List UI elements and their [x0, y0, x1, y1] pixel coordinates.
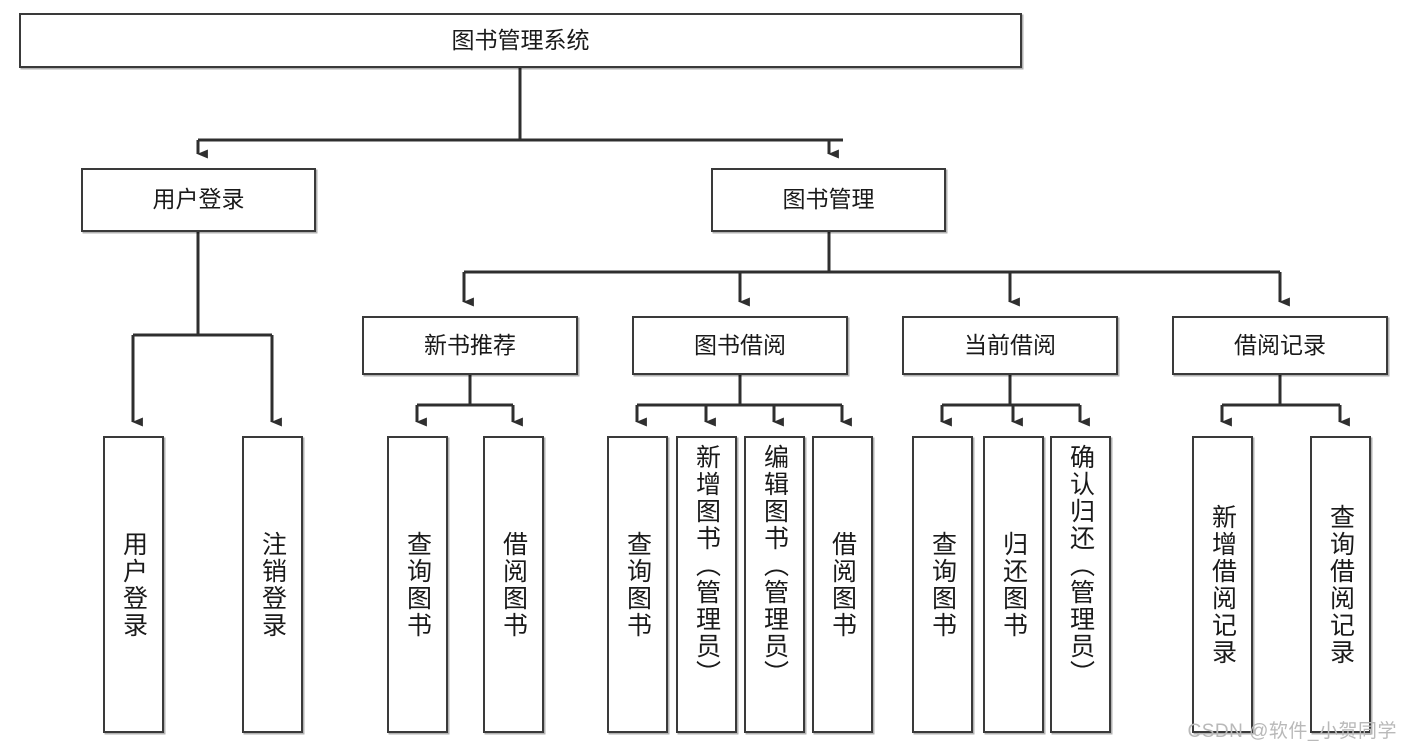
node-user-login[interactable]: 用户登录 — [81, 168, 316, 232]
node-book-borrow-label: 图书借阅 — [694, 331, 786, 358]
watermark-text: CSDN @软件_小贺同学 — [1187, 721, 1397, 742]
node-book-management-label: 图书管理 — [782, 186, 875, 213]
leaf-borrow-book-1-label: 借阅图书 — [499, 530, 528, 639]
leaf-query-record[interactable]: 查询借阅记录 — [1310, 436, 1371, 733]
leaf-user-login[interactable]: 用户登录 — [103, 436, 164, 733]
node-current-borrow-label: 当前借阅 — [964, 331, 1056, 358]
node-user-login-label: 用户登录 — [152, 186, 245, 213]
node-book-borrow[interactable]: 图书借阅 — [632, 316, 848, 375]
leaf-query-book-3[interactable]: 查询图书 — [912, 436, 973, 733]
leaf-query-book-2[interactable]: 查询图书 — [607, 436, 668, 733]
node-root-label: 图书管理系统 — [451, 26, 590, 53]
leaf-query-book-2-label: 查询图书 — [623, 530, 652, 639]
leaf-query-record-label: 查询借阅记录 — [1326, 503, 1355, 666]
leaf-user-login-label: 用户登录 — [119, 530, 148, 639]
leaf-return-book[interactable]: 归还图书 — [983, 436, 1044, 733]
node-current-borrow[interactable]: 当前借阅 — [902, 316, 1118, 375]
node-root[interactable]: 图书管理系统 — [19, 13, 1022, 68]
leaf-logout-label: 注销登录 — [258, 530, 287, 639]
node-new-book-recommend-label: 新书推荐 — [424, 331, 516, 358]
node-borrow-record[interactable]: 借阅记录 — [1172, 316, 1388, 375]
leaf-query-book-1-label: 查询图书 — [403, 530, 432, 639]
leaf-return-book-label: 归还图书 — [999, 530, 1028, 639]
node-book-management[interactable]: 图书管理 — [711, 168, 946, 232]
leaf-borrow-book-1[interactable]: 借阅图书 — [483, 436, 544, 733]
leaf-logout[interactable]: 注销登录 — [242, 436, 303, 733]
leaf-edit-book[interactable]: 编辑图书（管理员） — [744, 436, 805, 733]
leaf-add-book-label: 新增图书（管理员） — [692, 444, 721, 687]
leaf-add-record-label: 新增借阅记录 — [1208, 503, 1237, 666]
node-new-book-recommend[interactable]: 新书推荐 — [362, 316, 578, 375]
leaf-query-book-3-label: 查询图书 — [928, 530, 957, 639]
node-borrow-record-label: 借阅记录 — [1234, 331, 1326, 358]
leaf-edit-book-label: 编辑图书（管理员） — [760, 444, 789, 687]
leaf-confirm-return[interactable]: 确认归还（管理员） — [1050, 436, 1111, 733]
leaf-borrow-book-2[interactable]: 借阅图书 — [812, 436, 873, 733]
leaf-borrow-book-2-label: 借阅图书 — [828, 530, 857, 639]
leaf-add-book[interactable]: 新增图书（管理员） — [676, 436, 737, 733]
leaf-add-record[interactable]: 新增借阅记录 — [1192, 436, 1253, 733]
leaf-query-book-1[interactable]: 查询图书 — [387, 436, 448, 733]
leaf-confirm-return-label: 确认归还（管理员） — [1066, 444, 1095, 687]
